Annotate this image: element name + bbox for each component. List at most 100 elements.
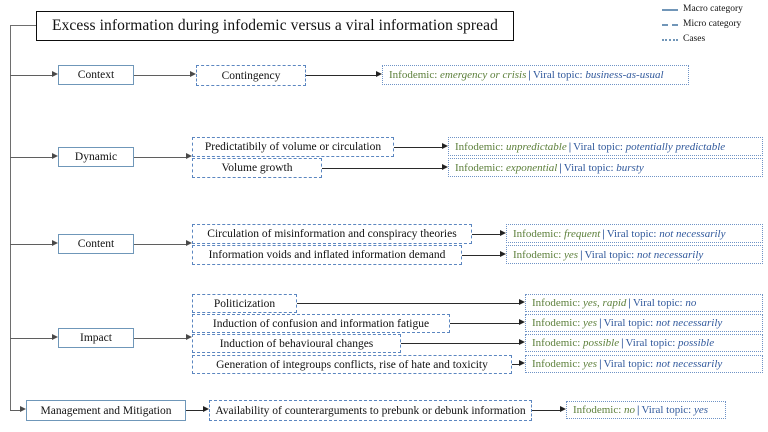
arrow-counterarguments-to-case: [560, 406, 566, 413]
legend-label-cases: Cases: [683, 34, 706, 44]
micro-box-politicization[interactable]: Politicization: [192, 294, 297, 313]
arrow-volume-growth-to-case: [442, 164, 448, 171]
case-viral-value: business-as-usual: [585, 69, 664, 81]
case-viral-group: Viral topic: business-as-usual: [533, 69, 664, 81]
micro-box-predictability[interactable]: Predictatibily of volume or circulation: [192, 137, 394, 157]
case-viral-value: not necessarily: [659, 227, 726, 240]
arrow-behavioural-changes-to-case: [519, 339, 525, 346]
case-box-impact-confusion-fatigue[interactable]: Infodemic: yes | Viral topic: not necess…: [525, 314, 763, 332]
macro-box-dynamic[interactable]: Dynamic: [58, 147, 134, 167]
case-viral-label: Viral topic:: [632, 297, 683, 309]
case-separator: |: [559, 161, 562, 174]
case-box-dynamic-predictability[interactable]: Infodemic: unpredictable | Viral topic: …: [448, 137, 763, 156]
case-viral-value: potentially predictable: [625, 140, 726, 153]
macro-box-management-mitigation[interactable]: Management and Mitigation: [26, 400, 186, 421]
case-infodemic-group: Infodemic: yes, rapid: [532, 297, 626, 309]
case-box-dynamic-volume-growth[interactable]: Infodemic: exponential | Viral topic: bu…: [448, 158, 763, 177]
case-viral-label: Viral topic:: [641, 404, 692, 416]
case-viral-group: Viral topic: bursty: [564, 162, 644, 174]
case-viral-label: Viral topic:: [532, 69, 583, 81]
connector-behavioural-changes-to-case: [401, 343, 519, 344]
case-infodemic-value: emergency or crisis: [440, 69, 527, 81]
case-box-impact-politicization[interactable]: Infodemic: yes, rapid | Viral topic: no: [525, 294, 763, 312]
micro-box-volume-growth[interactable]: Volume growth: [192, 158, 322, 178]
micro-box-intergroup-conflicts[interactable]: Generation of integroups conflicts, rise…: [192, 355, 512, 374]
dashed-line-icon: [662, 23, 678, 26]
arrow-intergroup-conflicts-to-case: [519, 360, 525, 367]
case-box-context-contingency[interactable]: Infodemic: emergency or crisis | Viral t…: [382, 65, 689, 85]
arrow-trunk-to-dynamic: [52, 153, 58, 160]
case-viral-value: yes: [693, 404, 708, 416]
micro-box-contingency[interactable]: Contingency: [196, 65, 306, 86]
case-viral-group: Viral topic: possible: [626, 337, 715, 349]
connector-dynamic-to-micros: [134, 157, 186, 158]
micro-box-counterarguments[interactable]: Availability of counterarguments to preb…: [209, 400, 532, 421]
connector-impact-to-micros: [134, 338, 186, 339]
case-infodemic-value: no: [624, 404, 636, 416]
case-separator: |: [580, 248, 583, 261]
arrow-predictability-to-case: [442, 143, 448, 150]
connector-trunk-to-dynamic: [10, 157, 52, 158]
arrow-context-to-contingency: [190, 71, 196, 78]
case-box-impact-behavioural-changes[interactable]: Infodemic: possible | Viral topic: possi…: [525, 334, 763, 352]
case-box-content-misinformation[interactable]: Infodemic: frequent | Viral topic: not n…: [506, 224, 763, 243]
case-viral-label: Viral topic:: [573, 140, 623, 153]
case-viral-label: Viral topic:: [606, 227, 657, 240]
connector-counterarguments-to-case: [532, 410, 560, 411]
case-infodemic-group: Infodemic: frequent: [513, 228, 600, 240]
case-box-content-information-voids[interactable]: Infodemic: yes | Viral topic: not necess…: [506, 245, 763, 264]
case-infodemic-value: unpredictable: [506, 140, 567, 153]
trunk-stub-top: [10, 25, 36, 27]
case-infodemic-label: Infodemic:: [455, 161, 504, 174]
macro-label-content: Content: [77, 238, 115, 250]
micro-box-confusion-fatigue[interactable]: Induction of confusion and information f…: [192, 314, 450, 333]
connector-politicization-to-case: [297, 303, 519, 304]
macro-box-content[interactable]: Content: [58, 234, 134, 254]
connector-management-to-micro: [186, 410, 203, 411]
micro-box-behavioural-changes[interactable]: Induction of behavioural changes: [192, 334, 401, 353]
case-viral-value: possible: [678, 337, 715, 349]
case-infodemic-label: Infodemic:: [389, 69, 438, 81]
macro-label-management-mitigation: Management and Mitigation: [40, 404, 172, 417]
diagram-title-text: Excess information during infodemic vers…: [52, 17, 498, 34]
connector-content-to-micros: [134, 244, 186, 245]
macro-label-dynamic: Dynamic: [74, 151, 118, 163]
macro-box-context[interactable]: Context: [58, 65, 134, 85]
arrow-dynamic-to-micros: [186, 153, 192, 160]
case-viral-value: not necessarily: [656, 317, 723, 329]
macro-box-impact[interactable]: Impact: [58, 328, 134, 348]
case-viral-label: Viral topic:: [603, 317, 654, 329]
case-infodemic-value: frequent: [564, 227, 601, 240]
case-infodemic-group: Infodemic: no: [573, 404, 635, 416]
micro-box-misinformation[interactable]: Circulation of misinformation and conspi…: [192, 224, 472, 244]
case-viral-group: Viral topic: yes: [641, 404, 708, 416]
legend-item-macro: Macro category: [662, 3, 768, 16]
micro-label-counterarguments: Availability of counterarguments to preb…: [215, 404, 526, 417]
arrow-misinformation-to-case: [500, 230, 506, 237]
case-viral-label: Viral topic:: [563, 161, 614, 174]
case-box-management-counterarguments[interactable]: Infodemic: no | Viral topic: yes: [566, 401, 726, 419]
macro-label-context: Context: [77, 69, 115, 81]
arrow-contingency-to-case: [376, 71, 382, 78]
micro-box-information-voids[interactable]: Information voids and inflated informati…: [192, 245, 462, 265]
case-infodemic-label: Infodemic:: [513, 227, 562, 240]
case-viral-label: Viral topic:: [603, 358, 654, 370]
case-infodemic-group: Infodemic: yes: [532, 358, 597, 370]
arrow-management-to-micro: [203, 406, 209, 413]
arrow-trunk-to-impact: [52, 334, 58, 341]
case-infodemic-value: yes: [583, 358, 598, 370]
case-infodemic-label: Infodemic:: [513, 248, 562, 261]
connector-misinformation-to-case: [472, 234, 500, 235]
connector-trunk-to-content: [10, 244, 52, 245]
case-infodemic-value: yes: [583, 317, 598, 329]
case-infodemic-label: Infodemic:: [532, 337, 581, 349]
case-box-impact-intergroup-conflicts[interactable]: Infodemic: yes | Viral topic: not necess…: [525, 355, 763, 373]
legend-item-micro: Micro category: [662, 18, 768, 31]
legend-label-micro: Micro category: [683, 19, 742, 29]
case-viral-label: Viral topic:: [584, 248, 635, 261]
arrow-politicization-to-case: [519, 299, 525, 306]
diagram-title: Excess information during infodemic vers…: [36, 11, 514, 41]
macro-label-impact: Impact: [80, 332, 112, 344]
micro-label-intergroup-conflicts: Generation of integroups conflicts, rise…: [216, 358, 488, 371]
